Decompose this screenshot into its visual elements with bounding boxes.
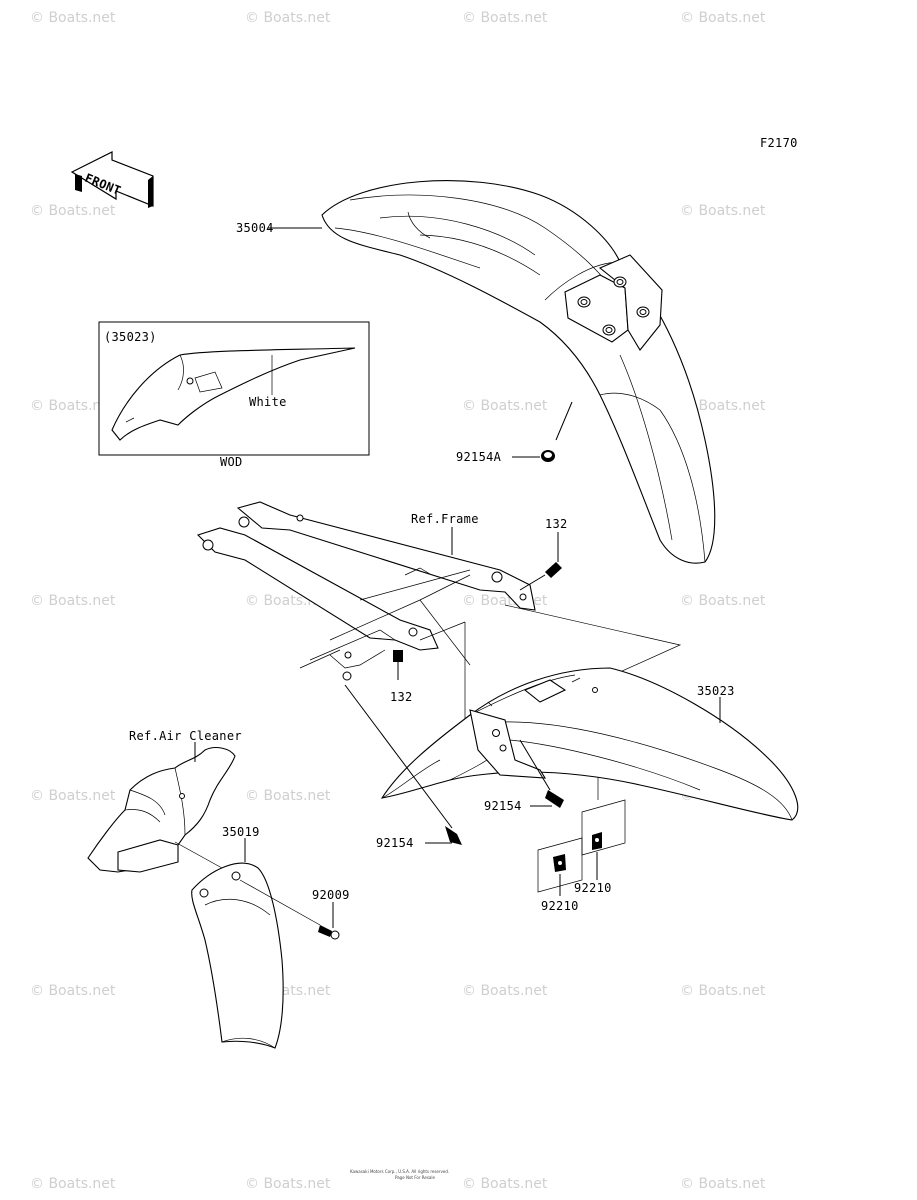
watermark: © Boats.net [680, 983, 766, 999]
watermark: © Boats.net [462, 398, 548, 414]
callout-ref-air-cleaner: Ref.Air Cleaner [129, 729, 242, 743]
callout-35004: 35004 [236, 221, 274, 235]
screw-92009-part [239, 879, 340, 940]
callout-ref-frame: Ref.Frame [411, 512, 479, 526]
assembly-guide-lines [174, 841, 223, 869]
watermark: © Boats.net [30, 788, 116, 804]
callout-92154-left: 92154 [376, 836, 414, 850]
callout-35019: 35019 [222, 825, 260, 839]
watermark: © Boats.net [30, 593, 116, 609]
frame-reference-part [196, 501, 536, 681]
callout-92210-left: 92210 [541, 899, 579, 913]
watermark: © Boats.net [30, 203, 116, 219]
air-cleaner-reference-part [87, 747, 236, 873]
callout-132-lower: 132 [390, 690, 413, 704]
mud-guard-part [191, 862, 284, 1049]
callout-92154a: 92154A [456, 450, 502, 464]
copyright-line: Page Not For Resale [395, 1175, 435, 1180]
watermark: © Boats.net [30, 1176, 116, 1192]
watermark: © Boats.net [245, 10, 331, 26]
watermark: © Boats.net [245, 788, 331, 804]
watermark: © Boats.net [680, 1176, 766, 1192]
copyright-line: Kawasaki Motors Corp., U.S.A. All rights… [350, 1169, 449, 1174]
watermark: © Boats.net [680, 203, 766, 219]
inset-part-label: (35023) [104, 330, 157, 344]
callout-92009: 92009 [312, 888, 350, 902]
callout-92210-right: 92210 [574, 881, 612, 895]
watermark: © Boats.net [680, 398, 766, 414]
watermark: © Boats.net [30, 398, 116, 414]
callout-35023: 35023 [697, 684, 735, 698]
watermark: © Boats.net [462, 1176, 548, 1192]
watermark: © Boats.net [30, 10, 116, 26]
inset-box [98, 321, 370, 456]
watermark: © Boats.net [462, 983, 548, 999]
rear-fender-part [380, 667, 799, 821]
figure-code: F2170 [760, 136, 798, 150]
watermark: © Boats.net [30, 983, 116, 999]
watermark: © Boats.net [680, 10, 766, 26]
front-fender-part [321, 180, 716, 564]
inset-color-label: White [249, 395, 287, 409]
callout-132-upper: 132 [545, 517, 568, 531]
front-arrow-icon: FRONT [70, 151, 154, 208]
bolt-92154-left-part [344, 684, 462, 845]
bolt-132-lower-part [393, 650, 403, 680]
nut-92210-left-part [537, 837, 583, 893]
watermark: © Boats.net [680, 593, 766, 609]
callout-92154-right: 92154 [484, 799, 522, 813]
bolt-132-upper-part [519, 562, 562, 591]
inset-caption: WOD [220, 455, 243, 469]
nut-92210-right-part [581, 799, 626, 856]
watermark: © Boats.net [462, 10, 548, 26]
watermark: © Boats.net [462, 593, 548, 609]
bolt-92154a-part [541, 401, 573, 462]
watermark: © Boats.net [245, 1176, 331, 1192]
bolt-92154-right-part [519, 739, 564, 808]
